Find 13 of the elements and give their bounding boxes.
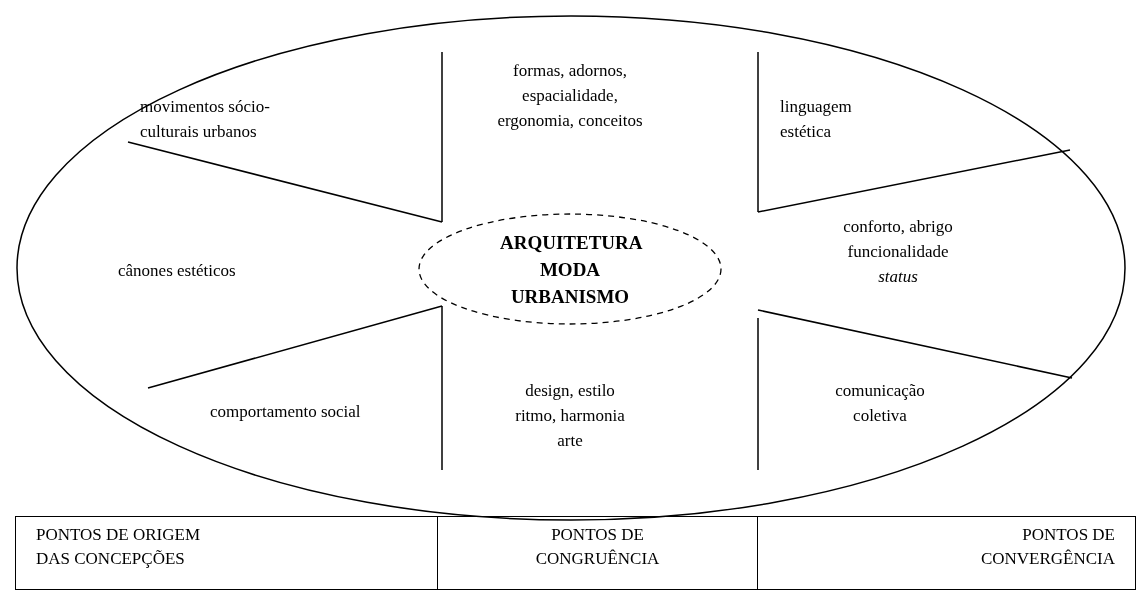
region-text: cânones estéticos — [118, 260, 237, 282]
region-text: formas, adornos, espacialidade, ergonomia, conceitos — [496, 60, 644, 132]
region-text: comunicação coletiva — [834, 380, 926, 427]
region-text: comportamento social — [210, 401, 362, 423]
region-text: design, estilo ritmo, harmonia arte — [514, 380, 626, 452]
outer-ellipse — [15, 14, 1127, 522]
table-cell: PONTOS DE ORIGEM DAS CONCEPÇÕES — [15, 516, 438, 590]
table-cell: PONTOS DE CONGRUÊNCIA — [437, 516, 758, 590]
region-text: conforto, abrigo funcionalidade status — [842, 216, 954, 288]
table-cell: PONTOS DE CONVERGÊNCIA — [757, 516, 1136, 590]
region-text: movimentos sócio-culturais urbanos — [140, 96, 271, 143]
center-dashed-ellipse — [418, 213, 722, 325]
region-text: linguagem estética — [780, 96, 853, 143]
